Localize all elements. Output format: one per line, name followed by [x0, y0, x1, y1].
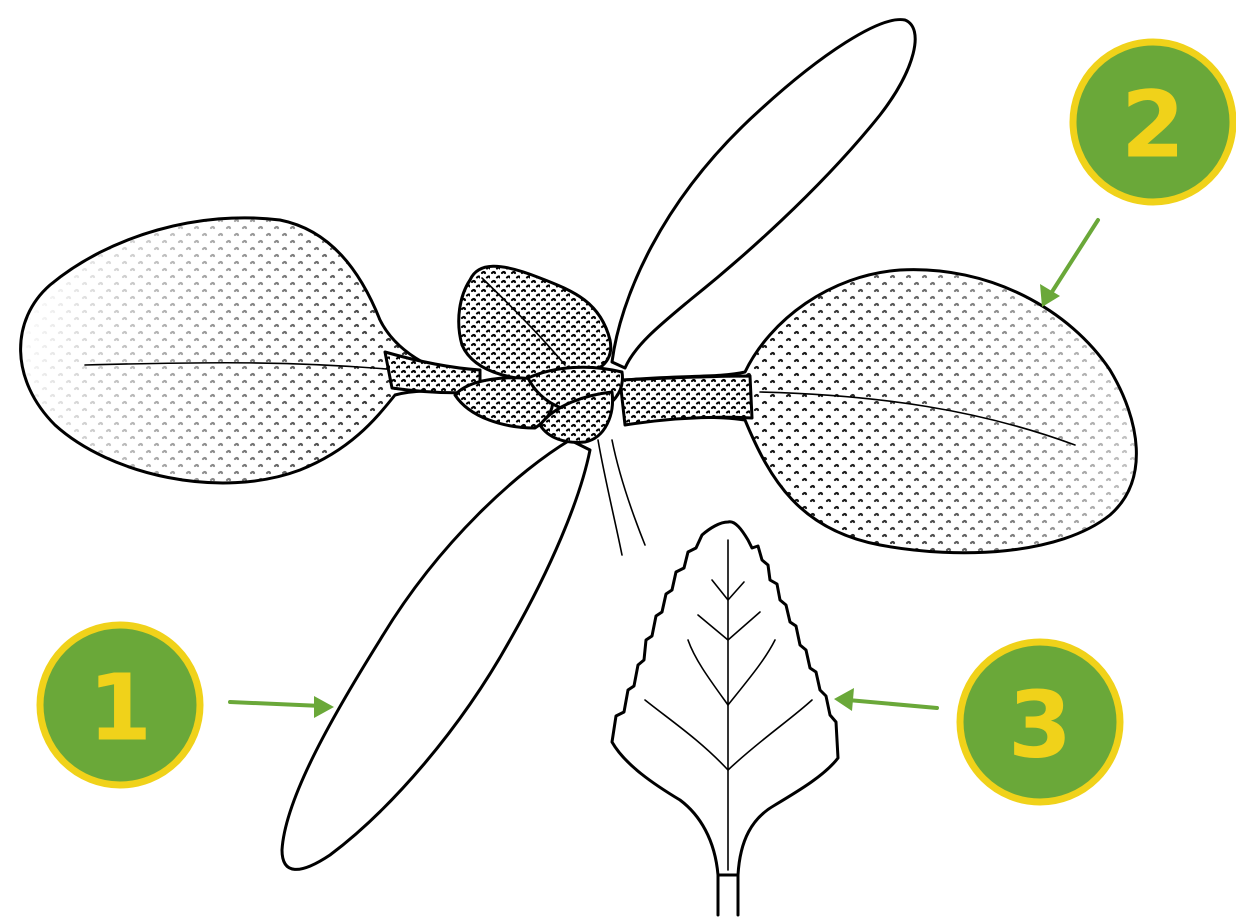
label-badge-3-text: 3	[1008, 672, 1072, 779]
label-badge-1-text: 1	[88, 655, 152, 762]
label-badge-2-text: 2	[1121, 72, 1185, 179]
label-badge-2: 2	[1073, 42, 1233, 202]
label-badge-1: 1	[40, 625, 200, 785]
label-badge-3: 3	[960, 642, 1120, 802]
